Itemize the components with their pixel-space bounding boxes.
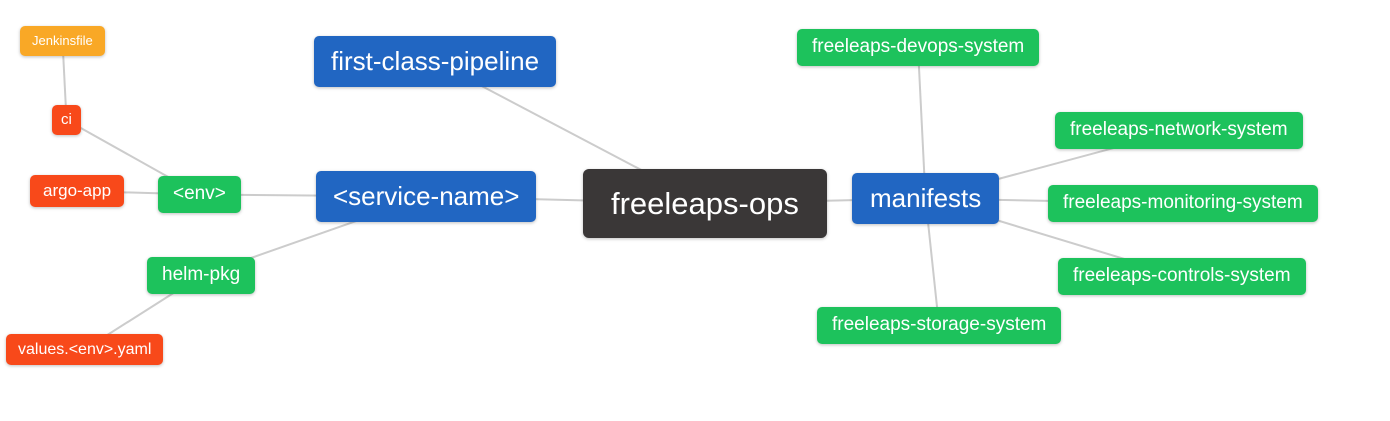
node-freeleaps-ops-root[interactable]: freeleaps-ops (583, 169, 827, 239)
node-manifests[interactable]: manifests (852, 173, 1000, 225)
node-jenkinsfile[interactable]: Jenkinsfile (20, 26, 105, 56)
node-freeleaps-monitoring-system[interactable]: freeleaps-monitoring-system (1048, 185, 1318, 222)
node-helm-pkg[interactable]: helm-pkg (147, 257, 256, 294)
node-freeleaps-storage-system[interactable]: freeleaps-storage-system (817, 307, 1062, 344)
node-freeleaps-network-system[interactable]: freeleaps-network-system (1055, 112, 1303, 149)
node-env[interactable]: <env> (158, 176, 241, 213)
node-ci[interactable]: ci (52, 105, 81, 135)
node-freeleaps-controls-system[interactable]: freeleaps-controls-system (1058, 258, 1306, 295)
node-argo-app[interactable]: argo-app (30, 175, 125, 208)
node-service-name[interactable]: <service-name> (316, 171, 537, 223)
node-values-env-yaml[interactable]: values.<env>.yaml (6, 334, 164, 366)
node-freeleaps-devops-system[interactable]: freeleaps-devops-system (797, 29, 1040, 66)
node-first-class-pipeline[interactable]: first-class-pipeline (314, 36, 557, 88)
